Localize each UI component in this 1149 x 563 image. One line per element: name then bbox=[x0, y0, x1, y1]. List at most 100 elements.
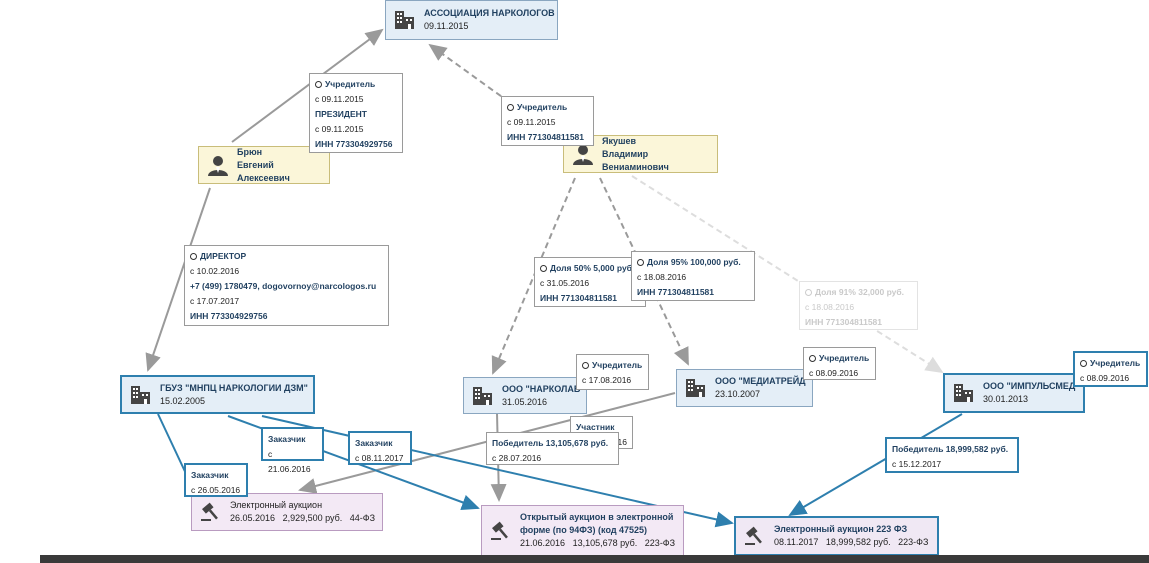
node-name: ООО "МЕДИАТРЕЙД" bbox=[715, 376, 810, 386]
label-narkolab-founder[interactable]: Учредитель с 17.08.2016 bbox=[576, 354, 649, 390]
label-role: Учредитель bbox=[517, 102, 568, 112]
tender-law: 223-ФЗ bbox=[898, 537, 929, 547]
label-since: с 28.07.2016 bbox=[492, 453, 542, 463]
label-mediatrade-founder[interactable]: Учредитель с 08.09.2016 bbox=[803, 347, 876, 380]
label-since: с 18.08.2016 bbox=[637, 272, 687, 282]
location-pin-icon bbox=[637, 259, 644, 266]
label-since: 16 bbox=[617, 437, 627, 447]
label-winner-2[interactable]: Победитель 18,999,582 руб. с 15.12.2017 bbox=[885, 437, 1019, 473]
node-date: 31.05.2016 bbox=[502, 396, 548, 407]
node-narkolab[interactable]: ООО "НАРКОЛАБ 31.05.2016 bbox=[463, 377, 587, 414]
label-inn: ИНН 771304811581 bbox=[540, 293, 618, 303]
node-date: 30.01.2013 bbox=[983, 394, 1029, 404]
tender-title: Электронный аукцион 223 ФЗ bbox=[774, 524, 908, 534]
label-role: Учредитель bbox=[325, 79, 376, 89]
label-since: с 08.09.2016 bbox=[1080, 373, 1130, 383]
building-icon bbox=[470, 383, 496, 409]
tender-title-line1: Открытый аукцион в электронной bbox=[520, 512, 674, 522]
tender-date: 26.05.2016 bbox=[230, 513, 276, 523]
label-customer-3[interactable]: Заказчик с 26.05.2016 bbox=[184, 463, 248, 497]
label-since: с 09.11.2015 bbox=[315, 94, 364, 104]
node-date: 15.02.2005 bbox=[160, 395, 206, 406]
node-auction-2[interactable]: Открытый аукцион в электронной форме (по… bbox=[481, 505, 684, 556]
label-impulsmed-founder[interactable]: Учредитель с 08.09.2016 bbox=[1073, 351, 1148, 387]
label-role: Учредитель bbox=[592, 360, 643, 370]
person-icon bbox=[570, 141, 596, 167]
label-since: с 09.11.2015 bbox=[507, 117, 556, 127]
building-icon bbox=[128, 382, 154, 408]
edge-yakushev-assoc bbox=[428, 43, 567, 144]
node-impulsmed[interactable]: ООО "ИМПУЛЬСМЕД 30.01.2013 bbox=[943, 373, 1085, 413]
node-mediatrade[interactable]: ООО "МЕДИАТРЕЙД" 23.10.2007 bbox=[676, 369, 813, 407]
label-role: Участник bbox=[576, 422, 615, 432]
person-first-names: Евгений Алексеевич bbox=[237, 159, 290, 183]
bottom-toolbar-edge bbox=[40, 555, 1149, 563]
node-auction-1[interactable]: Электронный аукцион 26.05.2016 2,929,500… bbox=[191, 493, 383, 531]
node-name: ООО "НАРКОЛАБ bbox=[502, 383, 581, 394]
edge-impulsmed-auction3 bbox=[788, 413, 963, 517]
label-share: Доля 91% 32,000 руб. bbox=[815, 287, 905, 297]
label-since: с 26.05.2016 bbox=[191, 485, 241, 495]
label-inn: ИНН 773304929756 bbox=[315, 139, 393, 149]
label-yakushev-founder[interactable]: Учредитель с 09.11.2015 ИНН 771304811581 bbox=[501, 96, 594, 146]
label-inn: ИНН 773304929756 bbox=[190, 311, 268, 321]
label-since: с 21.06.2016 bbox=[268, 449, 311, 474]
node-auction-3[interactable]: Электронный аукцион 223 ФЗ 08.11.2017 18… bbox=[734, 516, 939, 556]
label-inn: ИНН 771304811581 bbox=[805, 317, 883, 327]
label-role: Учредитель bbox=[819, 353, 870, 363]
edge-bryun-assoc bbox=[231, 28, 384, 143]
label-role: Заказчик bbox=[191, 470, 229, 480]
label-role-secondary: ПРЕЗИДЕНТ bbox=[315, 109, 367, 119]
label-share-91[interactable]: Доля 91% 32,000 руб. с 18.08.2016 ИНН 77… bbox=[799, 281, 918, 330]
location-pin-icon bbox=[805, 289, 812, 296]
node-assoc-narkologov[interactable]: АССОЦИАЦИЯ НАРКОЛОГОВ 09.11.2015 bbox=[385, 0, 558, 40]
node-gbuz[interactable]: ГБУЗ "МНПЦ НАРКОЛОГИИ ДЗМ" 15.02.2005 bbox=[120, 375, 315, 414]
tender-law: 223-ФЗ bbox=[644, 538, 676, 548]
location-pin-icon bbox=[540, 265, 547, 272]
label-director[interactable]: ДИРЕКТОР с 10.02.2016 +7 (499) 1780479, … bbox=[184, 245, 389, 326]
node-date: 09.11.2015 bbox=[424, 21, 469, 31]
label-role: Победитель 18,999,582 руб. bbox=[892, 444, 1009, 454]
person-last-name: Брюн bbox=[237, 146, 263, 157]
node-name: ООО "ИМПУЛЬСМЕД bbox=[983, 381, 1076, 391]
label-customer-1[interactable]: Заказчик с 21.06.2016 bbox=[261, 427, 324, 474]
location-pin-icon bbox=[1080, 360, 1087, 367]
tender-sum: 18,999,582 руб. bbox=[825, 537, 891, 547]
gavel-icon bbox=[742, 523, 768, 549]
tender-sum: 13,105,678 руб. bbox=[572, 538, 638, 548]
label-share: Доля 95% 100,000 руб. bbox=[647, 257, 741, 267]
location-pin-icon bbox=[190, 253, 197, 260]
label-since: с 08.09.2016 bbox=[809, 368, 859, 378]
label-share-50[interactable]: Доля 50% 5,000 руб. с 31.05.2016 ИНН 771… bbox=[534, 257, 646, 307]
label-customer-2[interactable]: Заказчик с 08.11.2017 bbox=[348, 431, 412, 465]
label-contact: +7 (499) 1780479, dogovornoy@narcologos.… bbox=[190, 281, 377, 291]
label-since: с 17.08.2016 bbox=[582, 375, 632, 385]
label-since: с 08.11.2017 bbox=[355, 453, 404, 463]
location-pin-icon bbox=[315, 81, 322, 88]
tender-law: 44-ФЗ bbox=[349, 513, 376, 523]
person-icon bbox=[205, 152, 231, 178]
label-bryun-founder[interactable]: Учредитель с 09.11.2015 ПРЕЗИДЕНТ с 09.1… bbox=[309, 73, 403, 153]
tender-title: Электронный аукцион bbox=[230, 500, 323, 510]
edge-bryun-gbuz bbox=[145, 187, 211, 372]
label-since: с 31.05.2016 bbox=[540, 278, 590, 288]
label-share-95[interactable]: Доля 95% 100,000 руб. с 18.08.2016 ИНН 7… bbox=[631, 251, 755, 301]
label-inn: ИНН 771304811581 bbox=[637, 287, 715, 297]
edge-yakushev-impulsmed bbox=[631, 175, 944, 374]
gavel-icon bbox=[198, 499, 224, 525]
building-icon bbox=[683, 375, 709, 401]
label-since: с 15.12.2017 bbox=[892, 459, 942, 469]
label-winner-1[interactable]: Победитель 13,105,678 руб. с 28.07.2016 bbox=[486, 432, 619, 465]
person-first-names: Владимир Вениаминович bbox=[602, 148, 669, 172]
tender-date: 08.11.2017 bbox=[774, 537, 819, 547]
label-since-secondary: с 09.11.2015 bbox=[315, 124, 364, 134]
label-since-secondary: с 17.07.2017 bbox=[190, 296, 240, 306]
tender-title-line2: форме (по 94ФЗ) (код 47525) bbox=[520, 525, 648, 535]
label-role: Заказчик bbox=[268, 434, 306, 444]
label-share: Доля 50% 5,000 руб. bbox=[550, 263, 635, 273]
node-date: 23.10.2007 bbox=[715, 389, 761, 399]
node-name: АССОЦИАЦИЯ НАРКОЛОГОВ bbox=[424, 8, 555, 18]
label-inn: ИНН 771304811581 bbox=[507, 132, 585, 142]
node-name: ГБУЗ "МНПЦ НАРКОЛОГИИ ДЗМ" bbox=[160, 382, 308, 393]
